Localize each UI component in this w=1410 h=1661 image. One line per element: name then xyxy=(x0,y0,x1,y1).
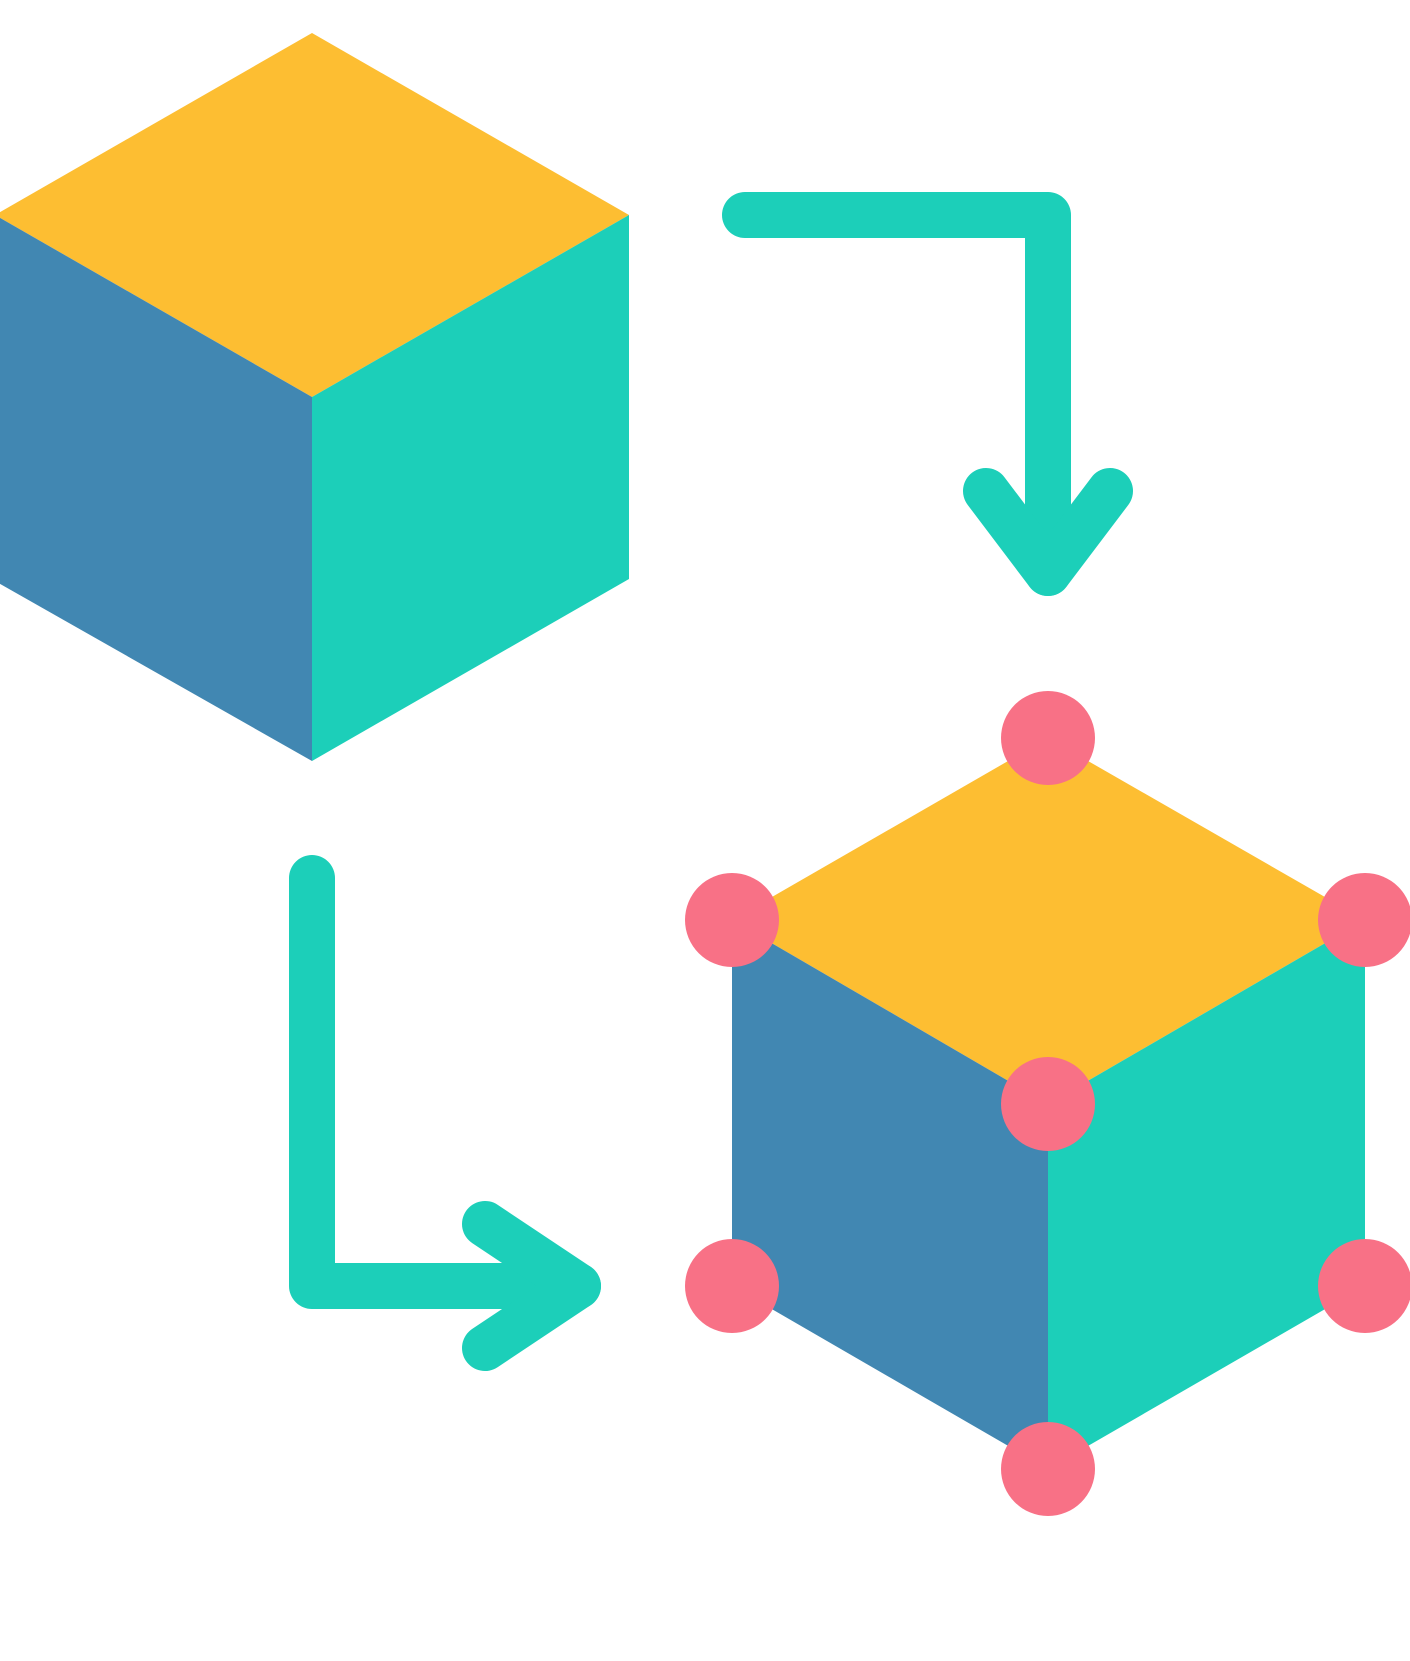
vertex-node-center xyxy=(1001,1057,1095,1151)
arrow-down-right-icon xyxy=(289,855,601,1371)
vertex-node-upper-left xyxy=(685,873,779,967)
wireframe-cube-left-face xyxy=(732,920,1048,1469)
arrow-down-right-head xyxy=(462,1201,601,1371)
arrow-right-down-head xyxy=(963,468,1133,596)
vertex-node-lower-right xyxy=(1318,1239,1410,1333)
wireframe-cube-right-face xyxy=(1048,920,1365,1469)
vertex-node-lower-left xyxy=(685,1239,779,1333)
solid-cube-right-face xyxy=(312,215,629,761)
arrow-right-down-icon xyxy=(722,192,1133,596)
solid-cube-left-face xyxy=(0,217,312,761)
vertex-node-bottom xyxy=(1001,1422,1095,1516)
arrow-down-right-shaft xyxy=(289,855,601,1309)
wireframe-cube-top-face xyxy=(732,738,1365,1104)
vertex-node-top xyxy=(1001,691,1095,785)
solid-cube-icon xyxy=(0,33,629,761)
wireframe-cube-icon xyxy=(685,691,1410,1516)
vertex-node-upper-right xyxy=(1318,873,1410,967)
arrow-right-down-shaft xyxy=(722,192,1071,596)
solid-cube-top-face xyxy=(0,33,629,397)
